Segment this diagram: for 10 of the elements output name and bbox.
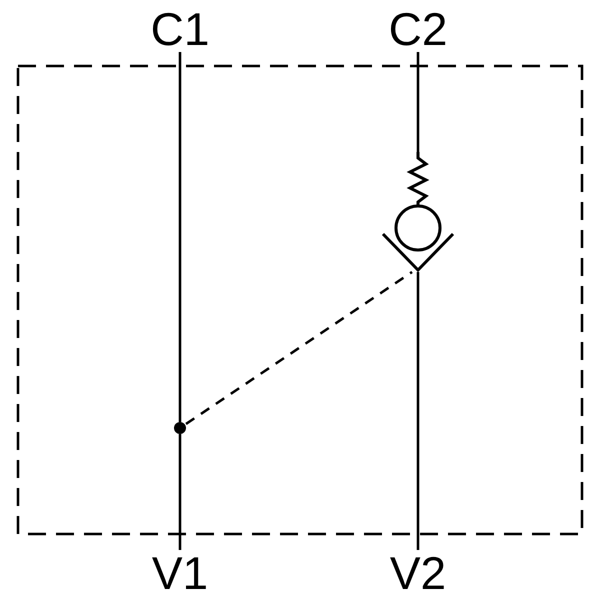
flow-line [178, 52, 182, 422]
flow-line [416, 52, 420, 152]
flow-line [416, 272, 420, 550]
port-label: V2 [378, 550, 458, 596]
port-label: V1 [140, 550, 220, 596]
port-label: C2 [378, 6, 458, 52]
check-valve-symbol [380, 152, 456, 272]
pilot-line [185, 270, 413, 425]
flow-line [178, 434, 182, 550]
port-label: C1 [140, 6, 220, 52]
